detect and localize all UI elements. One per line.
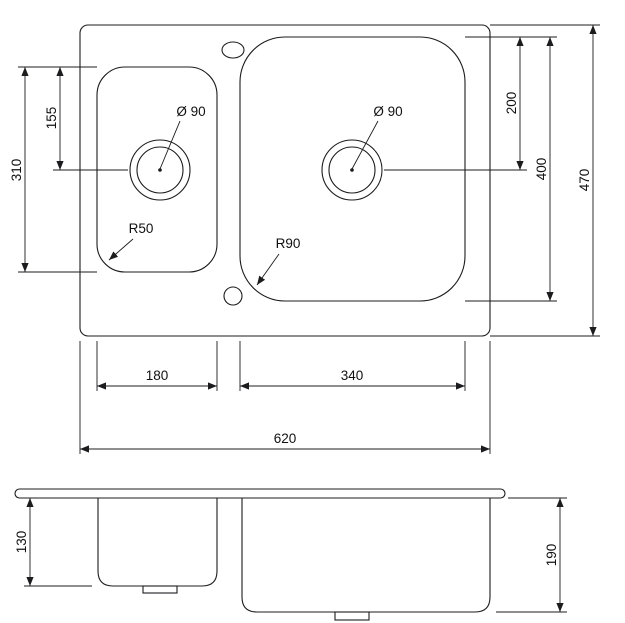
callout-radius-r50: R50 [108,221,154,261]
right-bowl-profile [241,498,491,613]
dim-310: 310 [9,67,97,273]
leader-line [159,120,181,170]
dim-340-label: 340 [341,368,364,383]
drain-left-label: Ø 90 [176,104,205,119]
dim-340: 340 [239,341,466,391]
left-drain-center-dot [158,168,162,172]
dim-400-label: 400 [534,158,549,181]
sink-rim-profile [14,488,506,499]
right-drain [321,139,383,201]
right-drain-center-dot [350,168,354,172]
side-view: 130 190 [14,488,567,621]
drain-right-label: Ø 90 [373,104,402,119]
dim-155-label: 155 [44,107,59,130]
dim-180-label: 180 [146,368,169,383]
dim-200: 200 [384,36,557,171]
left-drain-stub [142,585,178,594]
r50-label: R50 [129,221,154,236]
left-drain [129,139,191,201]
overflow-hole [223,286,243,306]
dim-190: 190 [496,497,567,613]
leader-line [108,238,134,261]
right-bowl-outline [239,36,466,302]
dim-130: 130 [14,498,92,587]
dim-310-label: 310 [9,159,24,182]
left-bowl-outline [96,66,218,273]
dim-190-label: 190 [544,544,559,567]
dim-470-label: 470 [577,169,592,192]
callout-drain-left: Ø 90 [159,104,206,170]
dim-620-label: 620 [274,431,297,446]
dim-470: 470 [490,24,600,337]
right-drain-outer-circle [321,139,383,201]
left-drain-outer-circle [129,139,191,201]
top-view: Ø 90 Ø 90 R50 R90 155 310 [9,24,600,454]
dim-620: 620 [79,341,491,454]
sink-outer-edge [79,24,491,337]
faucet-hole [221,41,245,59]
left-drain-inner-circle [136,146,184,194]
right-drain-stub [334,611,370,621]
right-drain-inner-circle [328,146,376,194]
dim-180: 180 [96,341,218,391]
callout-drain-right: Ø 90 [351,104,403,170]
callout-radius-r90: R90 [256,236,301,286]
dim-200-label: 200 [504,92,519,115]
dim-130-label: 130 [14,531,29,554]
dim-155: 155 [18,66,128,171]
leader-line [351,120,379,170]
left-bowl-profile [97,498,218,587]
leader-line [256,253,280,286]
r90-label: R90 [276,236,301,251]
dim-400: 400 [465,37,557,302]
